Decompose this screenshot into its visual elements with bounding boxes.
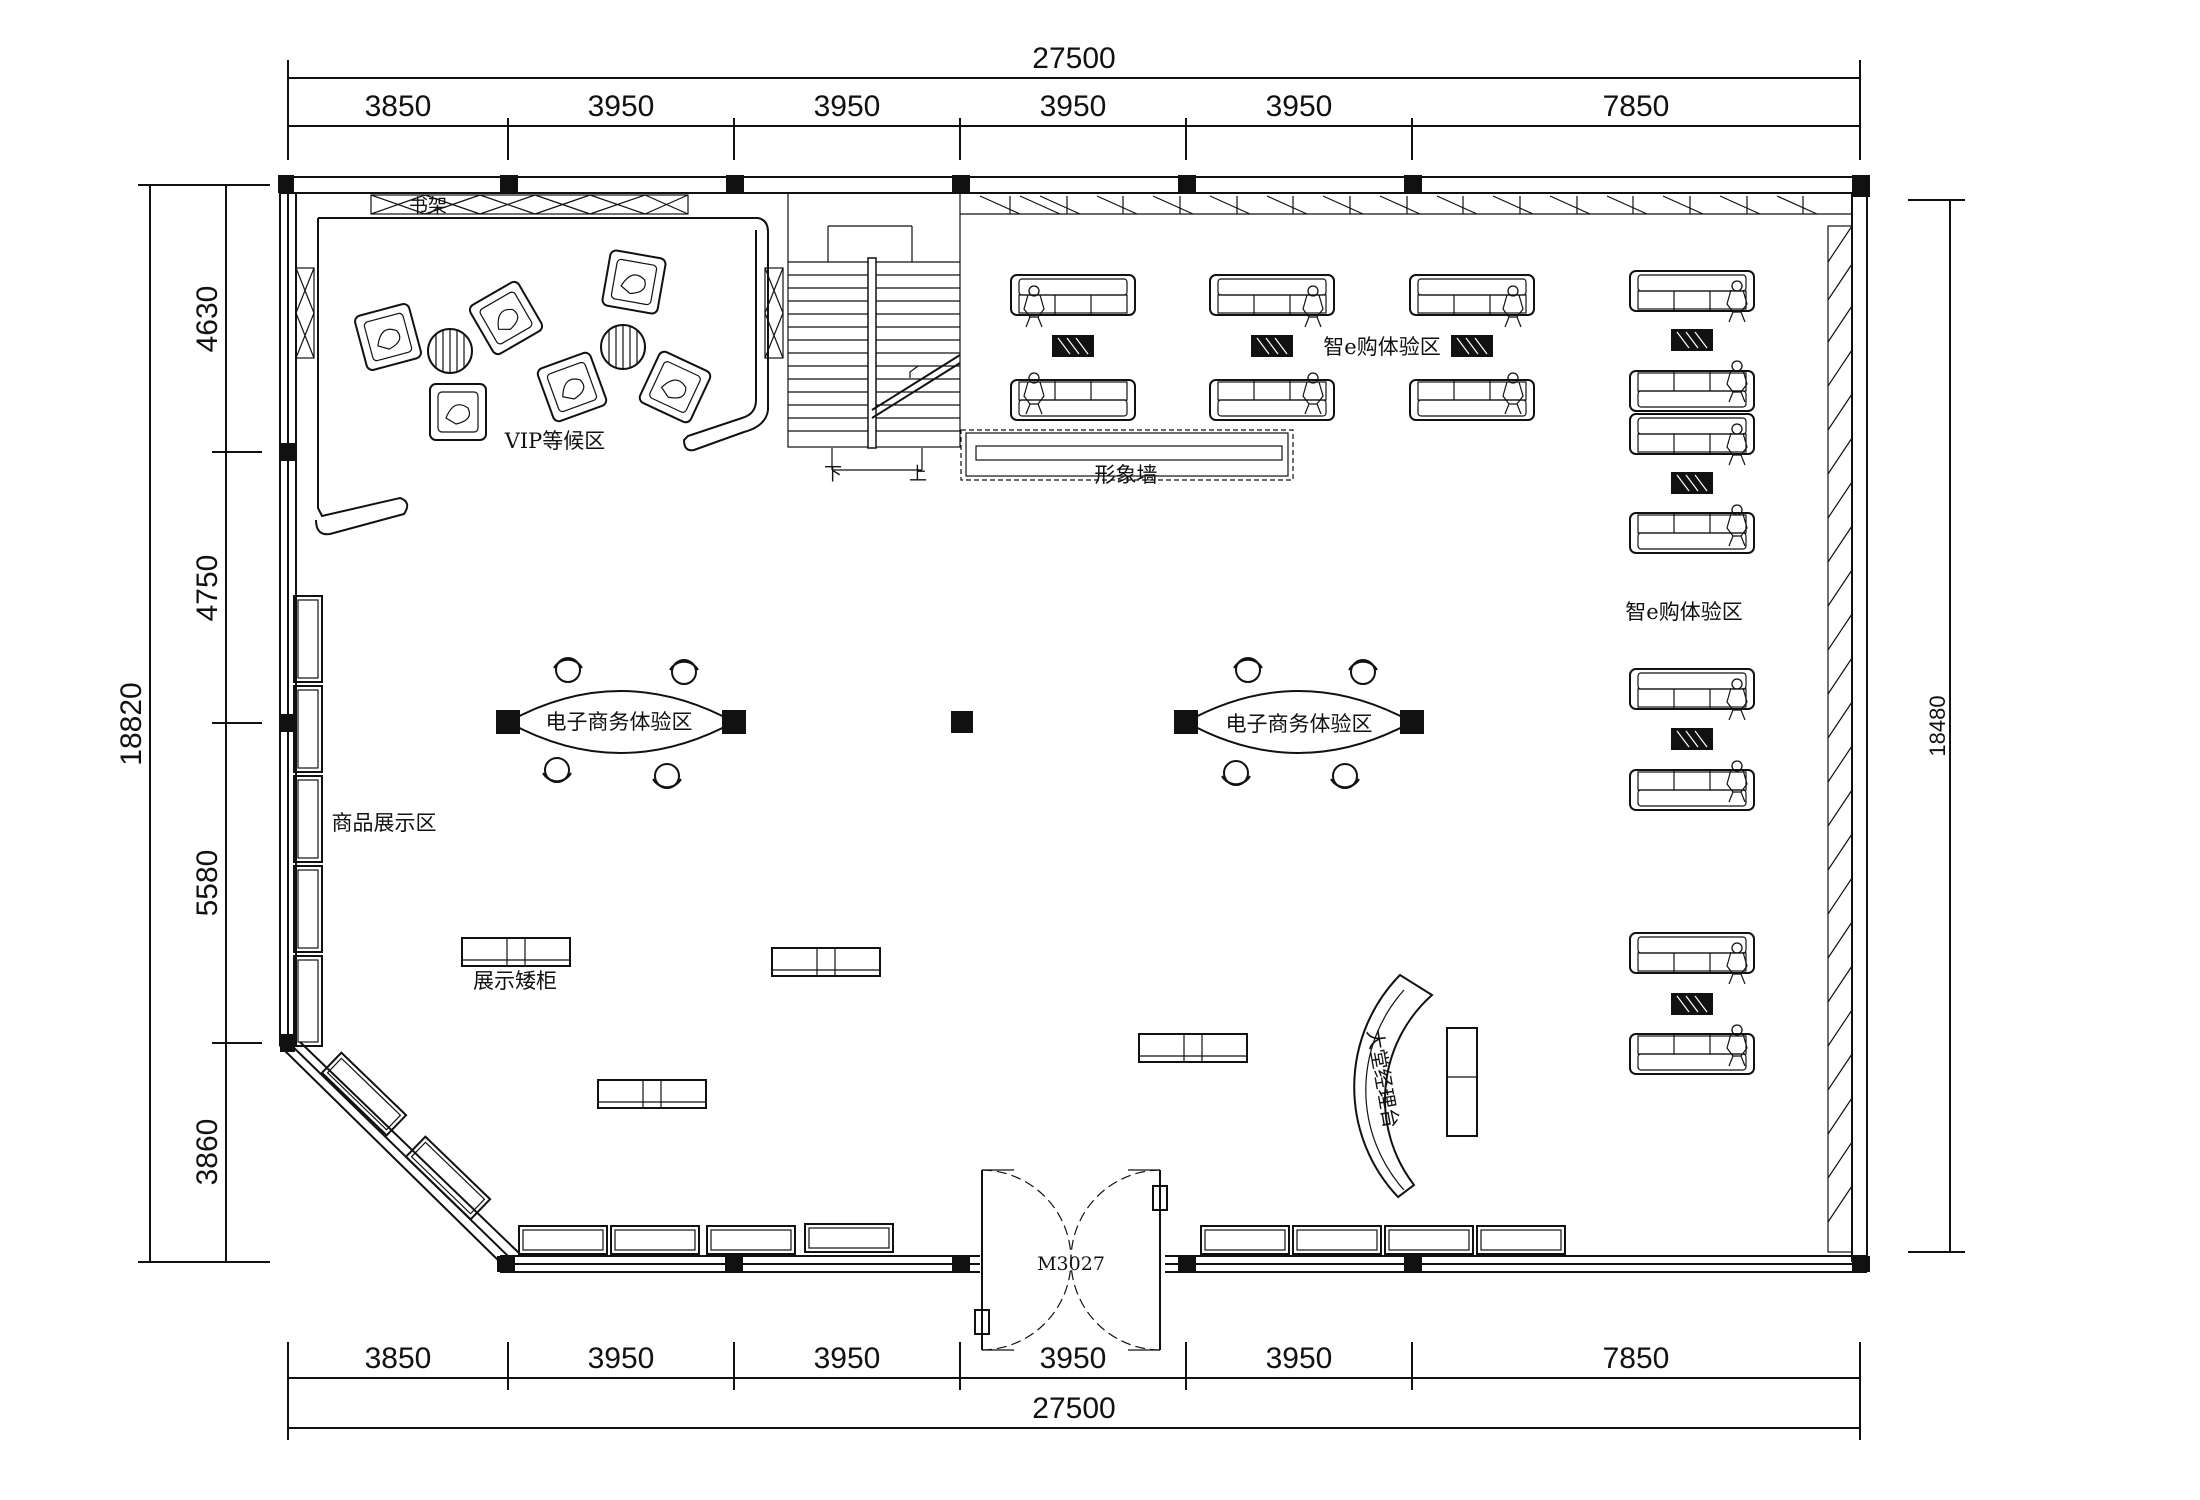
ecommerce-left-label: 电子商务体验区 xyxy=(546,710,693,734)
dim-bottom-seg-5: 3950 xyxy=(1266,1342,1333,1375)
image-wall: 形象墙 xyxy=(960,429,1294,487)
dim-bottom-seg-1: 3850 xyxy=(365,1342,432,1375)
dim-left-seg-4: 3860 xyxy=(191,1119,224,1186)
image-wall-label: 形象墙 xyxy=(1095,463,1158,487)
smart-seating-group-1 xyxy=(1010,274,1136,421)
structural-columns xyxy=(278,175,1870,1272)
lounge-chair xyxy=(468,280,544,356)
smart-seating-group-2 xyxy=(1209,274,1335,421)
dim-bottom-seg-2: 3950 xyxy=(588,1342,655,1375)
lounge-chair xyxy=(601,249,667,315)
dim-left-seg-3: 5580 xyxy=(191,850,224,917)
dim-bottom-seg-6: 7850 xyxy=(1603,1342,1670,1375)
smart-seating-right-1 xyxy=(1629,270,1755,412)
dim-left-total: 18820 xyxy=(115,682,148,765)
dim-top-seg-1: 3850 xyxy=(365,90,432,123)
dim-left-seg-1: 4630 xyxy=(191,286,224,353)
low-cabinet xyxy=(461,937,571,967)
low-cabinet xyxy=(597,1079,707,1109)
dim-top-seg-3: 3950 xyxy=(814,90,881,123)
dimension-top: 27500 3850 3950 3950 3950 3950 7850 xyxy=(287,42,1861,160)
bookshelf-label: 书架 xyxy=(409,195,447,217)
staircase: 下 上 xyxy=(787,192,961,485)
dim-top-seg-2: 3950 xyxy=(588,90,655,123)
dim-right-total: 18480 xyxy=(1925,695,1950,756)
low-cabinet-label: 展示矮柜 xyxy=(473,969,557,993)
dimension-right: 18480 xyxy=(1908,199,1965,1253)
right-wall-shelf xyxy=(1827,225,1853,1253)
dim-bottom-seg-4: 3950 xyxy=(1040,1342,1107,1375)
ecommerce-table-left: 电子商务体验区 xyxy=(496,657,746,789)
dim-bottom-seg-3: 3950 xyxy=(814,1342,881,1375)
entrance-door: M3027 xyxy=(974,1169,1168,1351)
diagonal-cabinets xyxy=(320,1051,492,1221)
smart-seating-right-3 xyxy=(1629,668,1755,811)
reception-desk: 大堂经理台 xyxy=(1353,973,1478,1199)
lounge-chair xyxy=(354,303,422,371)
lounge-chair xyxy=(638,350,712,424)
lounge-chair xyxy=(429,383,487,441)
bottom-cabinets-left xyxy=(518,1223,894,1255)
top-window-band xyxy=(960,195,1852,215)
dim-top-seg-4: 3950 xyxy=(1040,90,1107,123)
smart-zone-right-label: 智e购体验区 xyxy=(1625,600,1742,624)
dim-top-total: 27500 xyxy=(1032,42,1115,75)
low-cabinet xyxy=(1138,1033,1248,1063)
bottom-cabinets-right xyxy=(1200,1225,1566,1255)
stair-down-label: 下 xyxy=(824,464,842,485)
round-table xyxy=(600,324,646,370)
dim-top-seg-6: 7850 xyxy=(1603,90,1670,123)
smart-zone-top-label: 智e购体验区 xyxy=(1323,335,1440,359)
goods-display-label: 商品展示区 xyxy=(332,811,437,835)
dim-bottom-total: 27500 xyxy=(1032,1392,1115,1425)
vip-label: VIP等候区 xyxy=(504,429,606,453)
dimension-bottom: 3850 3950 3950 3950 3950 7850 27500 xyxy=(287,1342,1861,1440)
vip-area: 书架 xyxy=(295,194,784,536)
ecommerce-right-label: 电子商务体验区 xyxy=(1226,712,1373,736)
left-display-cabinets xyxy=(293,595,323,1047)
ecommerce-table-right: 电子商务体验区 xyxy=(1174,657,1424,789)
dim-left-seg-2: 4750 xyxy=(191,555,224,622)
door-code-label: M3027 xyxy=(1037,1253,1105,1275)
low-cabinet xyxy=(771,947,881,977)
smart-seating-right-2 xyxy=(1629,413,1755,554)
dimension-left: 18820 4630 4750 5580 3860 xyxy=(115,184,270,1263)
dim-top-seg-5: 3950 xyxy=(1266,90,1333,123)
stair-up-label: 上 xyxy=(909,464,927,485)
lounge-chair xyxy=(536,351,608,423)
round-table xyxy=(427,328,473,374)
smart-seating-right-4 xyxy=(1629,932,1755,1075)
